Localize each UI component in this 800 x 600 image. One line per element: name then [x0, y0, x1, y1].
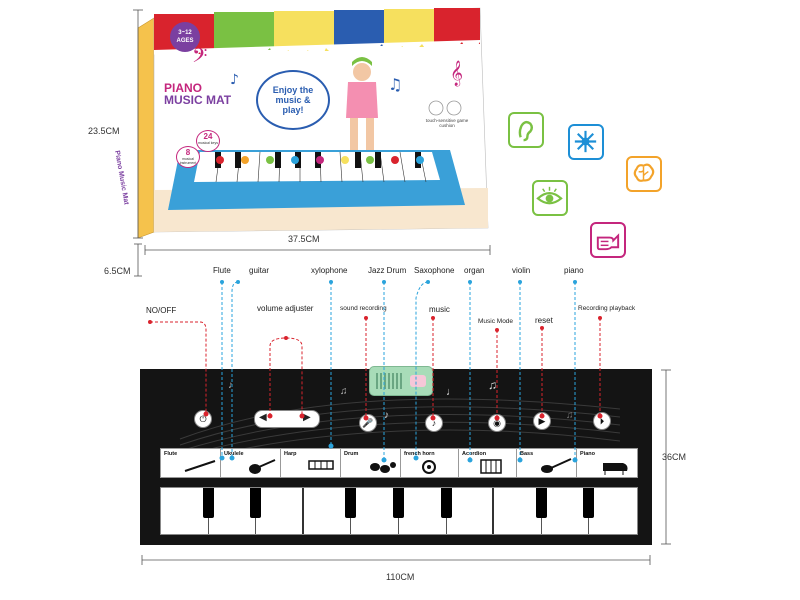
slogan-bubble: Enjoy the music & play!: [256, 70, 330, 130]
note-icon: ♫: [340, 386, 348, 397]
instruments-badge: 8 musical instrument: [176, 146, 200, 168]
callout-organ: organ: [464, 266, 485, 275]
svg-text:𝄞: 𝄞: [450, 60, 463, 86]
strip-cell-harp[interactable]: Harp: [281, 449, 341, 477]
box-title-line2: MUSIC MAT: [164, 93, 232, 107]
mat-height-label: 36CM: [662, 452, 687, 462]
product-box-art: 𝄢 ♪ ♫ 𝄞: [137, 7, 489, 239]
callout-flute: Flute: [213, 266, 231, 275]
callout-saxophone: Saxophone: [414, 266, 455, 275]
strip-cell-drum[interactable]: Drum: [341, 449, 401, 477]
black-key[interactable]: [250, 488, 261, 518]
piano-keyboard: [160, 487, 638, 535]
touch-label: touch-sensitive game cushion: [425, 118, 469, 128]
power-button[interactable]: ⏻: [194, 410, 212, 428]
hand-icon: [590, 222, 626, 258]
callout-music-mode: Music Mode: [478, 318, 514, 325]
slogan-text: Enjoy the music & play!: [272, 85, 314, 115]
callout-music: music: [429, 305, 450, 314]
volume-slider[interactable]: ◀ ▶: [254, 410, 320, 428]
callout-guitar: guitar: [249, 266, 270, 275]
playback-button[interactable]: ⏵: [593, 412, 611, 430]
callout-jazz-drum: Jazz Drum: [368, 266, 407, 275]
white-key[interactable]: [256, 488, 304, 534]
age-badge: 3~12 AGES: [170, 22, 200, 52]
mat-width-label: 110CM: [386, 572, 415, 582]
strip-cell-bass[interactable]: Bass: [517, 449, 577, 477]
reset-button[interactable]: ▶: [533, 412, 551, 430]
black-key[interactable]: [345, 488, 356, 518]
note-icon: ♫: [566, 410, 574, 421]
note-icon: ♫: [488, 378, 497, 392]
note-icon: ♪: [384, 410, 389, 421]
callout-xylophone: xylophone: [311, 266, 348, 275]
note-icon: ♩: [446, 386, 457, 398]
brain-icon: [626, 156, 662, 192]
speaker-grille: [376, 373, 404, 389]
strip-cell-french-horn[interactable]: french horn: [401, 449, 459, 477]
black-key[interactable]: [441, 488, 452, 518]
box-width-label: 37.5CM: [288, 234, 320, 244]
touch-sparkle-icon: [568, 124, 604, 160]
box-depth-label: 6.5CM: [104, 266, 131, 276]
keys-badge: 24 musical keys: [196, 130, 220, 152]
svg-text:𝄢: 𝄢: [192, 44, 207, 72]
eye-icon: [532, 180, 568, 216]
instrument-strip: Flute Ukulele Harp Drum french horn Acor…: [160, 448, 638, 478]
callout-piano: piano: [564, 266, 584, 275]
white-key[interactable]: [351, 488, 399, 534]
strip-cell-flute[interactable]: Flute: [161, 449, 221, 477]
box-dimension-lines: [133, 9, 491, 277]
white-key[interactable]: [494, 488, 542, 534]
instr-count: 8: [185, 148, 191, 157]
music-button[interactable]: ♪: [425, 414, 443, 432]
strip-cell-ukulele[interactable]: Ukulele: [221, 449, 281, 477]
box-title-line1: PIANO: [164, 81, 203, 95]
volume-up-icon[interactable]: ▶: [303, 412, 311, 423]
black-key[interactable]: [536, 488, 547, 518]
music-mode-button[interactable]: ◉: [488, 414, 506, 432]
svg-text:♪: ♪: [230, 72, 239, 88]
callout-recording-playback: Recording playback: [578, 305, 636, 312]
callout-volume: volume adjuster: [257, 304, 314, 313]
strip-cell-piano[interactable]: Piano: [577, 449, 637, 477]
speaker-recorder: [369, 366, 433, 396]
callout-violin: violin: [512, 266, 531, 275]
box-title: PIANO MUSIC MAT: [164, 82, 231, 106]
keys-label: musical keys: [197, 141, 219, 145]
callout-sound-recording: sound recording: [340, 305, 387, 312]
strip-cell-acordion[interactable]: Acordion: [459, 449, 517, 477]
box-height-label: 23.5CM: [88, 126, 120, 136]
instr-label: musical instrument: [179, 157, 197, 165]
keys-count: 24: [203, 132, 213, 141]
white-key[interactable]: [589, 488, 637, 534]
record-button[interactable]: 🎤: [359, 414, 377, 432]
white-key[interactable]: [447, 488, 495, 534]
speaker-logo: [410, 375, 426, 387]
black-key[interactable]: [583, 488, 594, 518]
white-key[interactable]: [399, 488, 447, 534]
black-key[interactable]: [393, 488, 404, 518]
black-key[interactable]: [203, 488, 214, 518]
white-key[interactable]: [161, 488, 209, 534]
svg-text:♫: ♫: [388, 75, 402, 94]
callout-reset: reset: [535, 316, 553, 325]
volume-down-icon[interactable]: ◀: [259, 412, 267, 423]
callout-no-off: NO/OFF: [146, 306, 177, 315]
note-icon: ♪: [228, 380, 233, 391]
ear-icon: [508, 112, 544, 148]
